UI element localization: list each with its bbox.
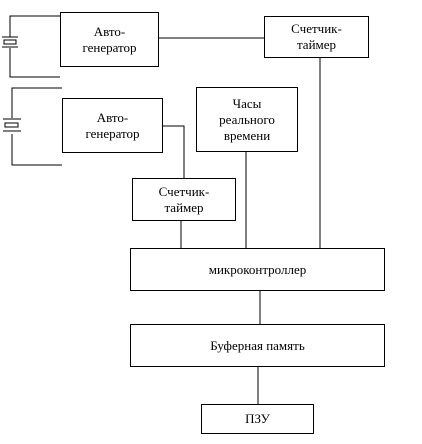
counter-timer-1-label: Счетчик- таймер (291, 21, 342, 52)
autogenerator-2-label: Авто- генератор (85, 109, 140, 141)
quartz-crystal-icon (3, 87, 62, 166)
autogenerator-2-block: Авто- генератор (62, 98, 163, 153)
real-time-clock-label: Часы реального времени (219, 95, 275, 143)
crystal-1-wire-top (9, 15, 60, 37)
buffer-memory-block: Буферная память (130, 324, 385, 367)
quartz-crystal-icon (2, 15, 60, 78)
real-time-clock-block: Часы реального времени (196, 87, 298, 152)
crystal-2-body (4, 122, 19, 128)
crystal-1-wire-bottom (9, 48, 60, 78)
microcontroller-block: микроконтроллер (130, 248, 385, 291)
autogenerator-1-label: Авто- генератор (82, 23, 137, 55)
microcontroller-label: микроконтроллер (208, 261, 307, 277)
crystal-1-body (3, 39, 17, 45)
counter-timer-2-block: Счетчик- таймер (132, 178, 236, 221)
buffer-memory-label: Буферная память (210, 337, 305, 353)
counter-timer-1-block: Счетчик- таймер (264, 16, 369, 58)
crystal-2-wire-bottom (11, 134, 62, 166)
crystal-2-wire-top (11, 87, 62, 118)
line-autogen2-to-counter2 (163, 125, 185, 178)
autogenerator-1-block: Авто- генератор (60, 12, 159, 67)
counter-timer-2-label: Счетчик- таймер (158, 183, 210, 215)
rom-label: ПЗУ (245, 411, 270, 426)
rom-block: ПЗУ (201, 404, 314, 434)
